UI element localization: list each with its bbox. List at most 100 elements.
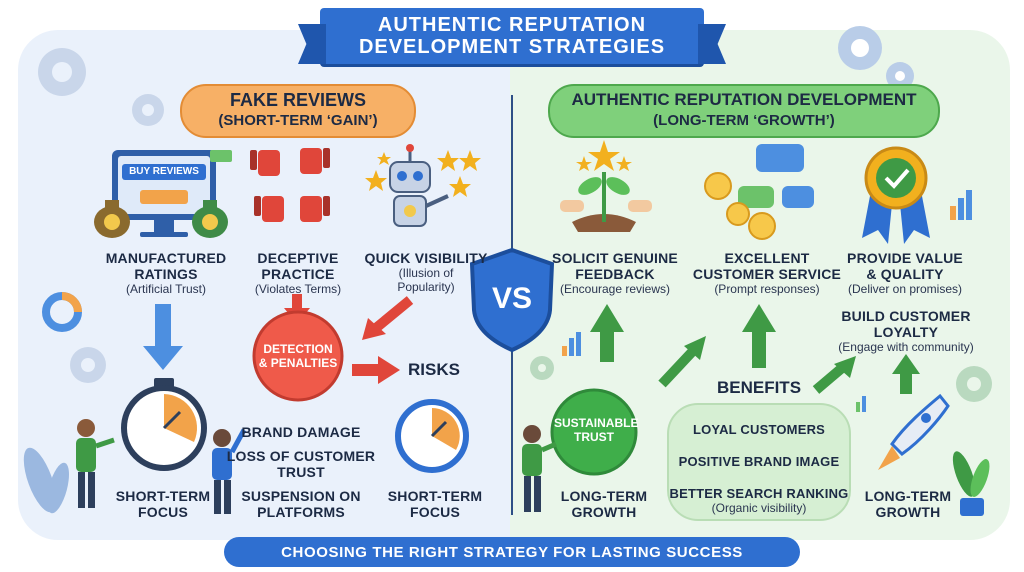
benefits-box [667,403,851,521]
stopwatch-icon [121,378,207,471]
item-title: MANUFACTURED [105,250,227,266]
gear-icon [838,26,882,70]
up-arrow-icon [590,304,624,362]
focus-line: FOCUS [410,504,460,520]
manufactured-ratings-label: MANUFACTURED RATINGS (Artificial Trust) [96,250,236,296]
plant-icon [23,447,69,514]
item-subtitle: (Encourage reviews) [559,282,671,296]
gear-icon [38,48,86,96]
benefit-search-ranking: BETTER SEARCH RANKING [669,486,849,501]
item-title: SOLICIT GENUINE [552,250,678,266]
heading-title: AUTHENTIC REPUTATION DEVELOPMENT [571,90,917,109]
growth-line: GROWTH [875,504,941,520]
trust-line-2: TRUST [574,430,614,444]
right-arrow-icon [352,356,400,384]
detection-line-1: DETECTION [263,342,333,356]
gear-icon [956,366,992,402]
item-subtitle: Popularity) [397,280,455,294]
risk-line: TRUST [277,464,325,480]
benefit-subtitle: (Organic visibility) [711,501,807,515]
customer-loyalty-label: BUILD CUSTOMER LOYALTY (Engage with comm… [826,308,986,354]
person-icon [212,428,247,514]
customer-service-label: EXCELLENT CUSTOMER SERVICE (Prompt respo… [690,250,844,296]
handshake-icon [560,200,652,212]
bar-chart-icon [856,396,866,412]
loyalty-title: LOYALTY [873,324,939,340]
item-subtitle: (Illusion of [398,266,454,280]
growth-line: GROWTH [571,504,637,520]
diagonal-arrow-icon [658,336,706,388]
deceptive-practice-label: DECEPTIVE PRACTICE (Violates Terms) [236,250,360,296]
smiley-icon [704,172,776,240]
vs-label: VS [491,282,533,315]
risk-line: SUSPENSION ON [241,488,361,504]
item-title: PROVIDE VALUE [847,250,963,266]
footer-text: CHOOSING THE RIGHT STRATEGY FOR LASTING … [281,544,743,561]
fake-reviews-heading: FAKE REVIEWS (SHORT-TERM ‘GAIN’) [180,84,416,138]
money-bag-icon [192,200,228,238]
footer-banner: CHOOSING THE RIGHT STRATEGY FOR LASTING … [224,537,800,567]
solicit-feedback-label: SOLICIT GENUINE FEEDBACK (Encourage revi… [540,250,690,296]
star-icon [365,150,481,197]
item-title: & QUALITY [866,266,944,282]
chat-bubble-icon [738,144,814,208]
trust-line-1: SUSTAINABLE [554,416,639,430]
diagonal-arrow-icon [362,296,414,340]
item-title: RATINGS [134,266,198,282]
stopwatch-icon [395,399,469,473]
item-title: CUSTOMER SERVICE [692,266,842,282]
loyalty-subtitle: (Engage with community) [838,340,974,354]
thumbs-down-icon [250,150,280,176]
diagonal-arrow-icon [812,356,856,394]
thumbs-down-icon [254,196,284,222]
loyalty-title: BUILD CUSTOMER [841,308,971,324]
title-line-1: AUTHENTIC REPUTATION [377,14,647,36]
rocket-icon [878,393,950,470]
item-title: FEEDBACK [575,266,655,282]
risk-brand-damage: BRAND DAMAGE [241,424,361,440]
award-badge-icon [862,146,930,244]
money-bag-icon [94,200,130,238]
long-term-growth-left: LONG-TERM GROWTH [554,488,654,520]
value-quality-label: PROVIDE VALUE & QUALITY (Deliver on prom… [832,250,978,296]
growth-line: LONG-TERM [560,488,648,504]
sustainable-trust-text: SUSTAINABLE TRUST [554,416,639,444]
title-line-2: DEVELOPMENT STRATEGIES [358,36,666,58]
risk-loss-of-trust: LOSS OF CUSTOMER TRUST [226,448,376,480]
long-term-growth-right: LONG-TERM GROWTH [858,488,958,520]
focus-line: FOCUS [138,504,188,520]
thumbs-down-icon [300,196,330,222]
short-term-focus-left: SHORT-TERM FOCUS [108,488,218,520]
item-subtitle: (Prompt responses) [714,282,820,296]
donut-chart-icon [42,292,82,332]
title-banner: AUTHENTIC REPUTATION DEVELOPMENT STRATEG… [298,8,726,64]
page-title: AUTHENTIC REPUTATION DEVELOPMENT STRATEG… [320,14,704,58]
buy-reviews-label: BUY REVIEWS [129,166,199,177]
up-arrow-icon [742,304,776,368]
plant-icon [952,451,990,516]
heading-title: FAKE REVIEWS [229,90,367,110]
gear-icon [530,356,554,380]
sprout-icon [572,140,636,232]
risks-label: RISKS [408,360,460,379]
item-title: QUICK VISIBILITY [364,250,488,266]
benefits-label: BENEFITS [716,378,802,397]
item-subtitle: (Deliver on promises) [847,282,963,296]
item-title: PRACTICE [261,266,335,282]
gear-icon [70,347,106,383]
risk-suspension: SUSPENSION ON PLATFORMS [236,488,366,520]
detection-penalties-text: DETECTION & PENALTIES [254,342,342,370]
quick-visibility-label: QUICK VISIBILITY (Illusion of Popularity… [354,250,498,294]
heading-subtitle: (LONG-TERM ‘GROWTH’) [653,112,835,129]
item-subtitle: (Violates Terms) [254,282,342,296]
benefit-brand-image: POSITIVE BRAND IMAGE [678,454,840,469]
risk-line: LOSS OF CUSTOMER [226,448,376,464]
gear-icon [886,62,914,90]
monitor-icon [112,150,216,237]
focus-line: SHORT-TERM [387,488,483,504]
up-arrow-icon [892,354,920,394]
gear-icon [132,94,164,126]
robot-icon [389,144,449,227]
bar-chart-icon [562,332,581,356]
